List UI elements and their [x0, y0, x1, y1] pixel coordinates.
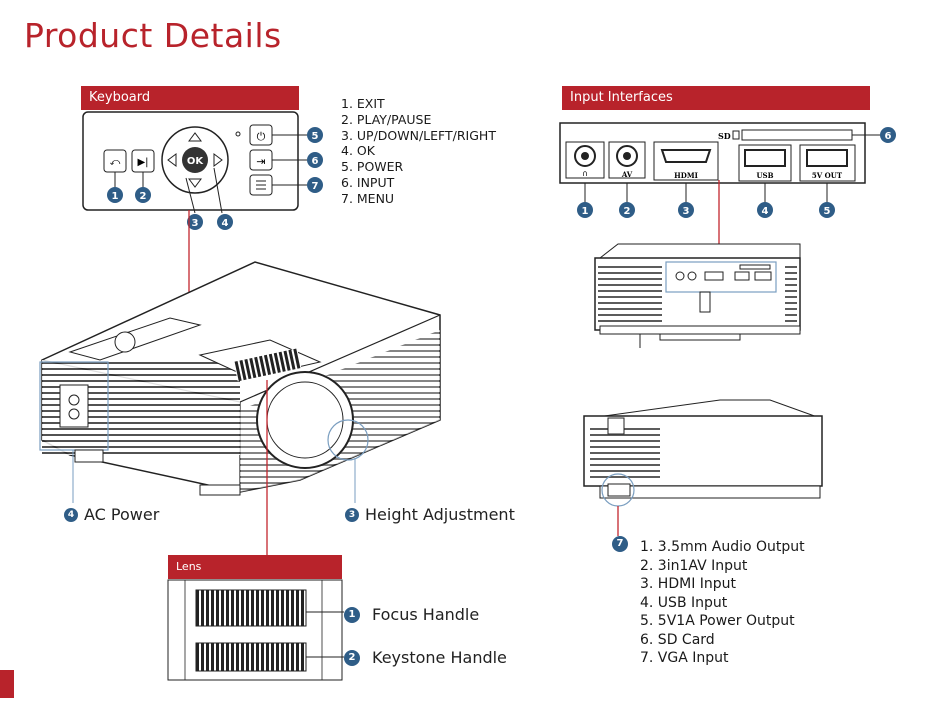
- svg-text:2: 2: [140, 191, 147, 202]
- svg-text:3: 3: [192, 218, 199, 229]
- ok-key: [182, 147, 208, 173]
- keyboard-list-item: 2. PLAY/PAUSE: [341, 111, 432, 127]
- svg-text:3: 3: [683, 206, 690, 217]
- svg-text:4: 4: [222, 218, 229, 229]
- page-title: Product Details: [24, 16, 282, 55]
- svg-text:7: 7: [312, 181, 319, 192]
- play-pause-icon: ▶|: [137, 157, 148, 168]
- keystone-handle-callout: 2 Keystone Handle: [344, 648, 507, 667]
- ac-power-label: AC Power: [84, 505, 160, 524]
- input-list-item: 3. HDMI Input: [640, 576, 737, 592]
- page-corner-marker: [0, 670, 14, 698]
- keystone-handle-grip: [195, 642, 307, 672]
- input-list-item: 2. 3in1AV Input: [640, 557, 748, 574]
- keyboard-panel: ⤺ ▶| OK ⏻ ⇥: [82, 111, 307, 214]
- hdmi-label: HDMI: [674, 171, 698, 180]
- height-adjustment-callout: 3 Height Adjustment: [345, 505, 515, 524]
- keyboard-list-item: 4. OK: [341, 143, 375, 159]
- projector-rear-view: [583, 399, 823, 536]
- exit-key-icon: ⤺: [110, 157, 121, 168]
- svg-text:1: 1: [112, 191, 119, 202]
- svg-text:1: 1: [582, 206, 589, 217]
- keyboard-list: 1. EXIT 2. PLAY/PAUSE 3. UP/DOWN/LEFT/RI…: [341, 96, 496, 207]
- left-arrow-icon: [167, 153, 177, 167]
- port-badges: 1 2 3 4 5 6: [577, 127, 896, 218]
- up-arrow-icon: [188, 132, 202, 142]
- ac-power-callout: 4 AC Power: [64, 505, 159, 524]
- keyboard-list-item: 3. UP/DOWN/LEFT/RIGHT: [341, 127, 496, 143]
- svg-text:6: 6: [885, 131, 892, 142]
- input-interfaces-header: Input Interfaces: [562, 86, 870, 110]
- down-arrow-icon: [188, 178, 202, 188]
- input-interfaces-list: 1. 3.5mm Audio Output 2. 3in1AV Input 3.…: [640, 538, 805, 668]
- keyboard-list-item: 5. POWER: [341, 159, 404, 175]
- vga-port: [607, 483, 631, 497]
- sd-label: SD: [718, 131, 731, 141]
- keyboard-header: Keyboard: [81, 86, 299, 110]
- headphone-icon: ∩: [582, 169, 588, 178]
- input-list-item: 5. 5V1A Power Output: [640, 613, 795, 629]
- lens-header: Lens: [168, 555, 342, 579]
- projector-main: [39, 261, 441, 503]
- input-list-item: 7. VGA Input: [640, 650, 729, 666]
- input-list-item: 4. USB Input: [640, 594, 728, 611]
- input-icon: ⇥: [256, 155, 265, 168]
- focus-handle-callout: 1 Focus Handle: [344, 605, 479, 624]
- height-adjustment-label: Height Adjustment: [365, 505, 515, 524]
- usb-label: USB: [756, 171, 773, 180]
- input-list-item: 6. SD Card: [640, 631, 715, 648]
- menu-icon: [256, 180, 266, 190]
- av-label: AV: [621, 170, 633, 179]
- lens-panel: [167, 579, 344, 681]
- keyboard-list-item: 6. INPUT: [341, 174, 395, 190]
- svg-text:5: 5: [312, 131, 319, 142]
- sd-slot: [741, 129, 853, 141]
- input-list-item: 1. 3.5mm Audio Output: [640, 539, 805, 555]
- right-arrow-icon: [213, 153, 223, 167]
- keystone-handle-label: Keystone Handle: [372, 648, 507, 667]
- focus-handle-grip: [195, 589, 307, 627]
- focus-handle-label: Focus Handle: [372, 605, 480, 624]
- svg-text:4: 4: [762, 206, 769, 217]
- svg-text:2: 2: [624, 206, 631, 217]
- ok-key-label: OK: [187, 156, 205, 167]
- power-led: [235, 131, 241, 137]
- badge-vga: 7: [612, 536, 628, 552]
- svg-text:5: 5: [824, 206, 831, 217]
- badge-3: 3: [345, 507, 359, 522]
- power-icon: ⏻: [257, 130, 266, 143]
- projector-side-view: [594, 243, 801, 348]
- badge-1: 1: [344, 606, 360, 623]
- badge-2: 2: [344, 649, 360, 666]
- svg-text:6: 6: [312, 156, 319, 167]
- input-ports-panel: SD ∩ AV HDMI USB 5V OUT: [559, 122, 882, 203]
- power-out-label: 5V OUT: [812, 171, 843, 180]
- keyboard-badges: 5 6 7 1 2 3 4: [107, 127, 323, 230]
- badge-4: 4: [64, 507, 78, 522]
- keyboard-list-item: 7. MENU: [341, 190, 395, 206]
- keyboard-list-item: 1. EXIT: [341, 96, 385, 111]
